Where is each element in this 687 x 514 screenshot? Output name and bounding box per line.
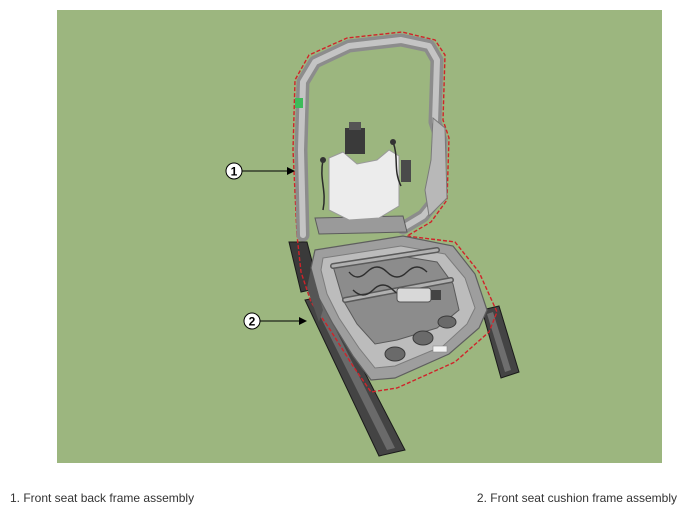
seat-rails: [288, 241, 520, 457]
callout-1-label: 1: [231, 165, 238, 179]
seat-cushion-frame: [307, 235, 488, 381]
legend-item-2: 2. Front seat cushion frame assembly: [476, 491, 677, 505]
seat-back-frame: [294, 33, 448, 242]
callout-2-label: 2: [249, 315, 256, 329]
seat-frame-illustration: 1 2: [225, 31, 520, 457]
legend-item-1: 1. Front seat back frame assembly: [10, 491, 195, 505]
frame-outline: [292, 31, 498, 393]
callout-1: 1: [225, 162, 295, 180]
callout-2: 2: [243, 312, 307, 330]
seat-frame-figure: 1 2: [57, 10, 662, 463]
